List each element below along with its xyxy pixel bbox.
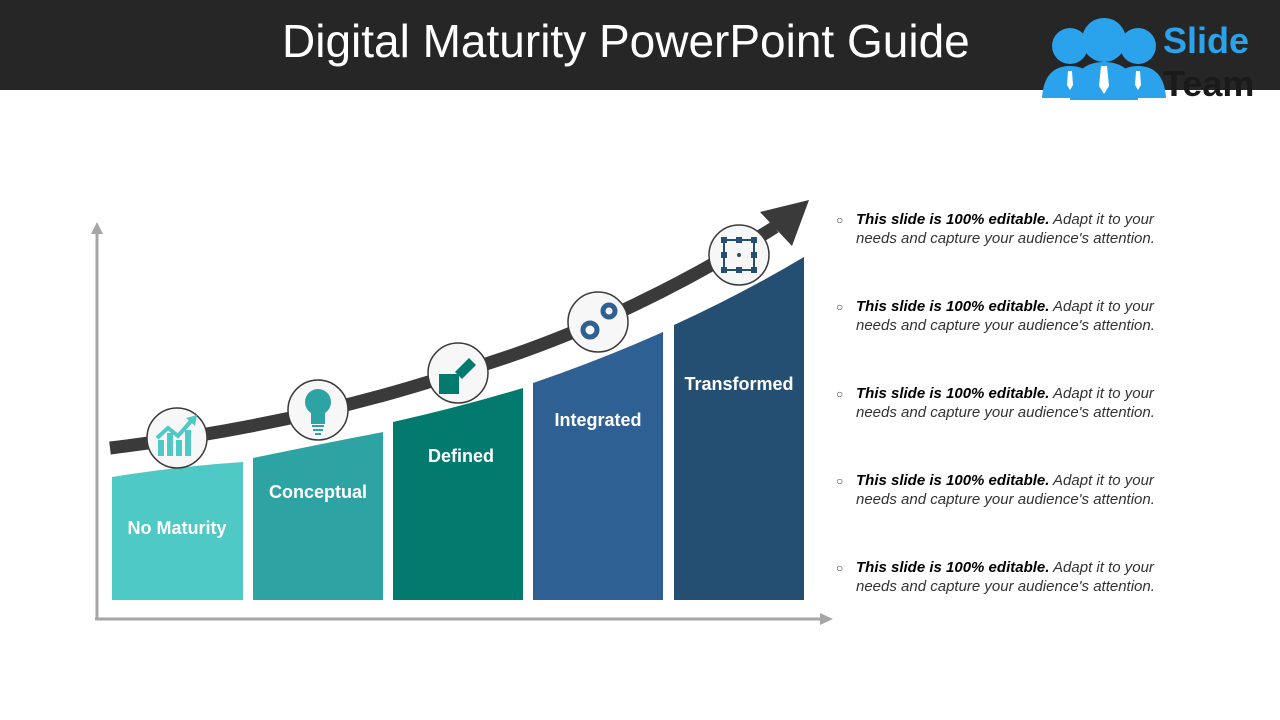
bullet-text: Adapt it to your needs and capture your …: [856, 559, 1155, 595]
bullet-icon: ○: [836, 300, 844, 314]
bullet-text: Adapt it to your needs and capture your …: [856, 385, 1155, 421]
bullet-bold: This slide is 100% editable.: [856, 211, 1050, 228]
y-axis: [91, 222, 833, 625]
list-item: ○ This slide is 100% editable. Adapt it t…: [836, 384, 1196, 471]
bullet-icon: ○: [836, 474, 844, 488]
bar-conceptual: [253, 432, 383, 600]
growth-arrowhead: [760, 200, 809, 246]
bar-transformed: [674, 257, 804, 600]
logo-text-slide: Slide: [1163, 20, 1250, 61]
bar-no-maturity: [112, 462, 243, 600]
list-item: ○ This slide is 100% editable. Adapt it t…: [836, 297, 1196, 384]
bullet-icon: ○: [836, 213, 844, 227]
bullet-bold: This slide is 100% editable.: [856, 298, 1050, 315]
bullet-text: Adapt it to your needs and capture your …: [856, 211, 1155, 247]
bullet-list: ○ This slide is 100% editable. Adapt it t…: [836, 210, 1196, 645]
logo-text-team: Team: [1163, 63, 1255, 104]
bullet-bold: This slide is 100% editable.: [856, 559, 1050, 576]
bullet-text: Adapt it to your needs and capture your …: [856, 472, 1155, 508]
growth-chart-icon: [146, 407, 208, 469]
gears-icon: [567, 291, 629, 353]
bullet-icon: ○: [836, 387, 844, 401]
page-title: Digital Maturity PowerPoint Guide: [282, 15, 970, 67]
stage-label-defined: Defined: [427, 446, 494, 466]
list-item: ○ This slide is 100% editable. Adapt it t…: [836, 471, 1196, 558]
bar-defined: [393, 388, 523, 600]
bullet-icon: ○: [836, 561, 844, 575]
stage-label-conceptual: Conceptual: [268, 482, 367, 502]
list-item: ○ This slide is 100% editable. Adapt it t…: [836, 558, 1196, 645]
bar-integrated: [533, 332, 663, 600]
stage-label-transformed: Transformed: [684, 374, 794, 394]
slideteam-logo-icon: [1042, 18, 1166, 100]
bullet-bold: This slide is 100% editable.: [856, 472, 1050, 489]
list-item: ○ This slide is 100% editable. Adapt it t…: [836, 210, 1196, 297]
stage-label-integrated: Integrated: [554, 410, 642, 430]
bullet-bold: This slide is 100% editable.: [856, 385, 1050, 402]
bullet-text: Adapt it to your needs and capture your …: [856, 298, 1155, 334]
stage-label-no-maturity: No Maturity: [127, 518, 227, 538]
